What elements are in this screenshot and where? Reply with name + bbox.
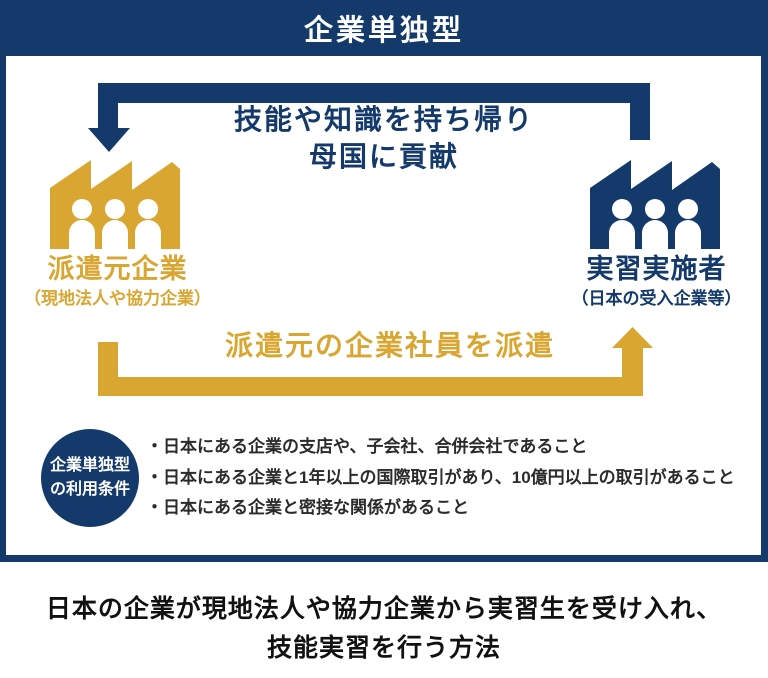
condition-item: ・日本にある企業と密接な関係があること xyxy=(146,498,469,517)
sending-company-factory-icon xyxy=(48,157,182,249)
return-arrow-label-line2: 母国に貢献 xyxy=(308,141,459,172)
caption-line2: 技能実習を行う方法 xyxy=(266,634,501,662)
caption: 日本の企業が現地法人や協力企業から実習生を受け入れ、 技能実習を行う方法 xyxy=(0,590,768,668)
receiving-company-subtitle: （日本の受入企業等） xyxy=(571,289,742,308)
conditions-badge-line1: 企業単独型 xyxy=(49,457,130,474)
caption-line1: 日本の企業が現地法人や協力企業から実習生を受け入れ、 xyxy=(45,595,723,623)
condition-item: ・日本にある企業と1年以上の国際取引があり、10億円以上の取引があること xyxy=(146,467,735,487)
conditions-badge: 企業単独型 の利用条件 xyxy=(41,429,139,527)
conditions-badge-line2: の利用条件 xyxy=(49,481,130,498)
receiving-company-name: 実習実施者 xyxy=(586,254,727,284)
header-bar: 企業単独型 xyxy=(0,0,768,56)
sending-company-subtitle: （現地法人や協力企業） xyxy=(24,289,211,308)
return-arrow-label-line1: 技能や知識を持ち帰り xyxy=(233,104,534,135)
condition-item: ・日本にある企業の支店や、子会社、合併会社であること xyxy=(146,437,588,456)
receiving-company-factory-icon xyxy=(588,157,722,249)
return-arrow-label: 技能や知識を持ち帰り 母国に貢献 xyxy=(134,101,634,175)
page-title: 企業単独型 xyxy=(303,15,464,47)
conditions-list: ・日本にある企業の支店や、子会社、合併会社であること ・日本にある企業と1年以上… xyxy=(146,432,756,524)
sending-company-name: 派遣元企業 xyxy=(47,254,188,284)
dispatch-arrow-label: 派遣元の企業社員を派遣 xyxy=(224,330,555,361)
